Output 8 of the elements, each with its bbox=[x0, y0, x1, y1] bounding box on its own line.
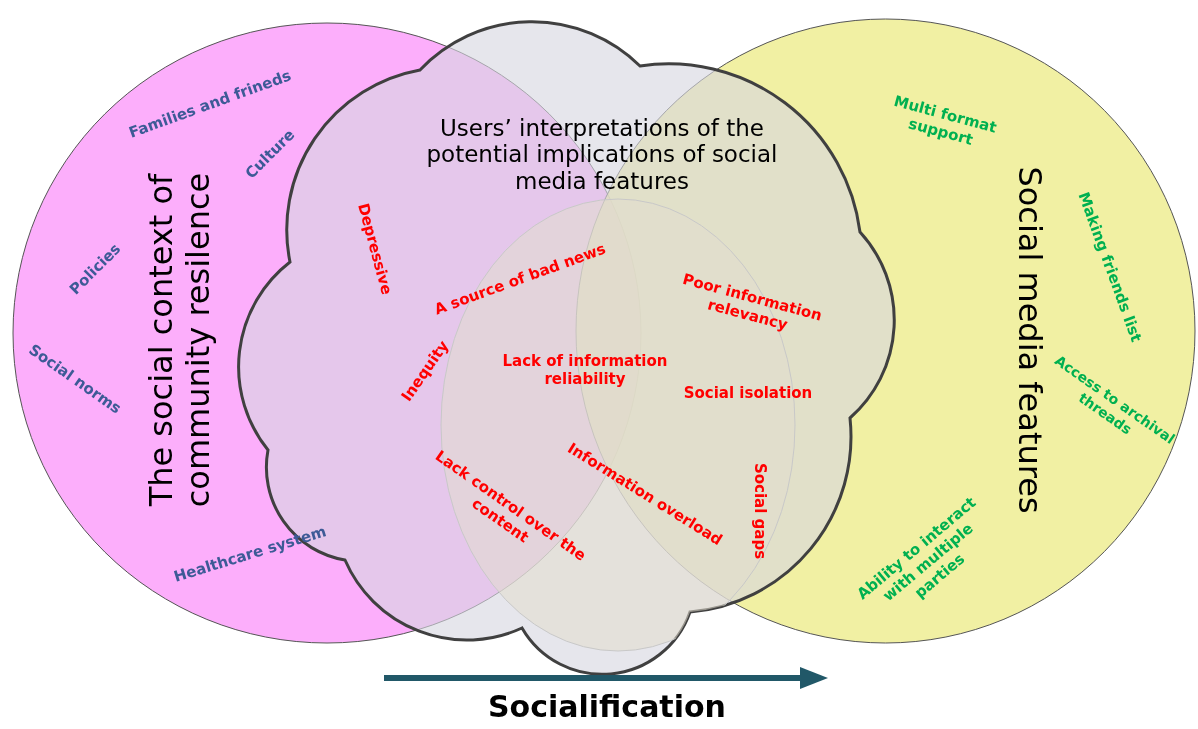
ellipse-title: Social media features bbox=[1011, 165, 1049, 516]
ellipse-title: The social context of community resilence bbox=[143, 171, 217, 510]
cloud-title: Users’ interpretations of the potential implications of social media features bbox=[425, 115, 779, 195]
implication-label: Lack of information reliability bbox=[501, 351, 669, 388]
implication-label: Social gaps bbox=[751, 461, 769, 561]
feature-label: Multi format support bbox=[891, 90, 1000, 151]
axis-caption: Socialification bbox=[487, 689, 727, 725]
implication-label: Social isolation bbox=[682, 383, 814, 402]
